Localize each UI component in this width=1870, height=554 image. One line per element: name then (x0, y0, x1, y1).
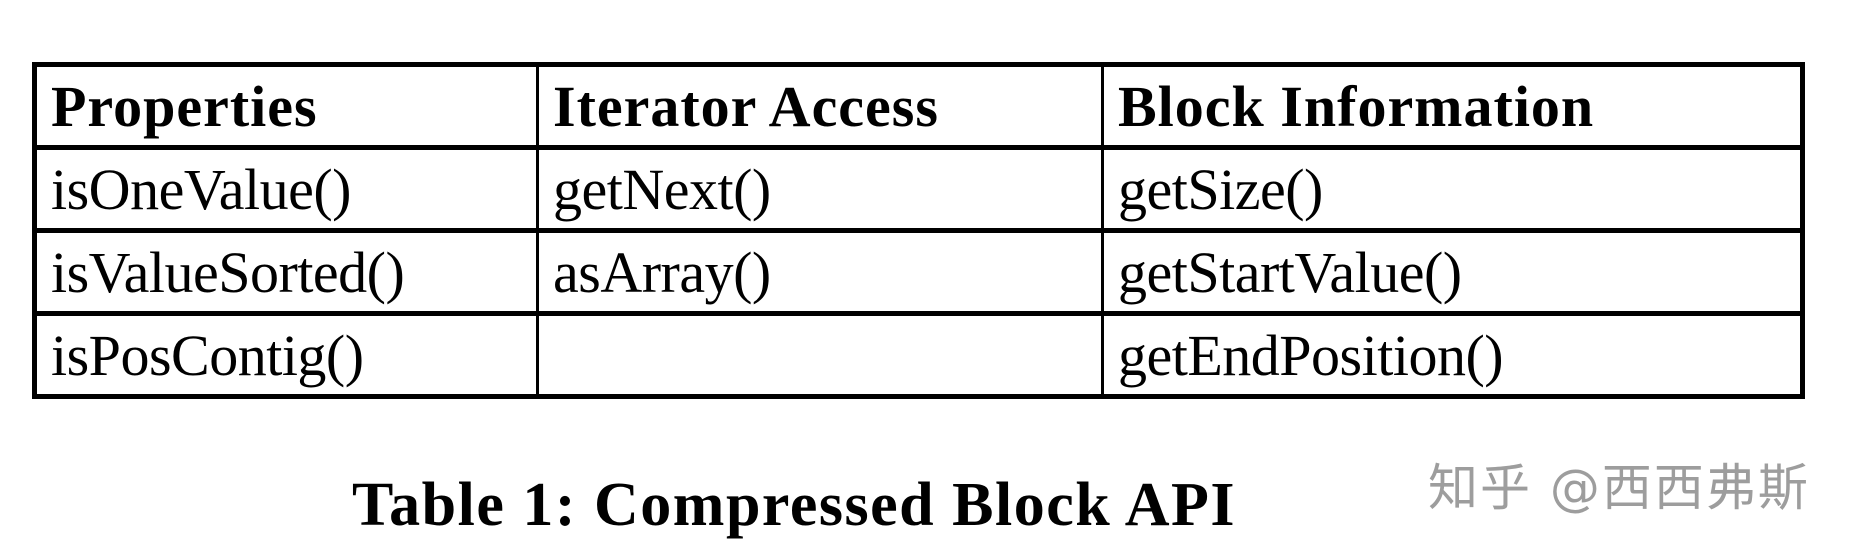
header-block-information: Block Information (1101, 62, 1804, 150)
header-iterator-access: Iterator Access (536, 62, 1104, 150)
table-caption: Table 1: Compressed Block API (352, 471, 1237, 539)
table-cell: getSize() (1101, 145, 1804, 233)
table-cell: asArray() (536, 228, 1104, 316)
table-row: isPosContig() getEndPosition() (33, 311, 1804, 399)
header-properties: Properties (33, 62, 539, 150)
table-cell: isOneValue() (33, 145, 539, 233)
table-cell: getEndPosition() (1101, 311, 1804, 399)
table-cell-empty (536, 311, 1104, 399)
table-header-row: Properties Iterator Access Block Informa… (33, 62, 1804, 150)
table-cell: isPosContig() (33, 311, 539, 399)
table-row: isOneValue() getNext() getSize() (33, 145, 1804, 233)
table-cell: isValueSorted() (33, 228, 539, 316)
compressed-block-api-table: Properties Iterator Access Block Informa… (32, 62, 1805, 399)
table-cell: getStartValue() (1101, 228, 1804, 316)
table-row: isValueSorted() asArray() getStartValue(… (33, 228, 1804, 316)
table-cell: getNext() (536, 145, 1104, 233)
watermark: 知乎 @西西弗斯 (1428, 459, 1810, 517)
